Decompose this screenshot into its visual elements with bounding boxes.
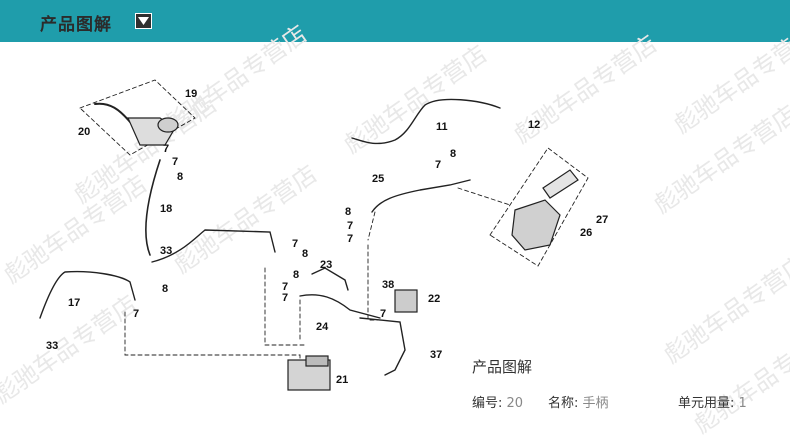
callout-label: 33: [46, 340, 58, 352]
callout-label: 7: [292, 238, 298, 250]
callout-label: 8: [345, 206, 351, 218]
callout-label: 18: [160, 203, 172, 215]
callout-label: 21: [336, 374, 348, 386]
parts-diagram: 19 20 7 7 8 18 33 17 8 7 7 8 33 23 8 7 7…: [39, 79, 608, 391]
callout-label: 25: [372, 173, 384, 185]
callout-label: 22: [428, 293, 440, 305]
unit-quantity: 单元用量: 1: [678, 392, 747, 411]
dropdown-toggle[interactable]: [135, 13, 152, 29]
callout-label: 38: [382, 279, 394, 291]
header-title: 产品图解: [40, 15, 112, 35]
callout-label: 8: [450, 148, 456, 160]
callout-label: 8: [177, 171, 183, 183]
callout-label: 7: [172, 156, 178, 168]
callout-label: 7: [282, 281, 288, 293]
callout-label: 37: [430, 349, 442, 361]
callout-label: 26: [580, 227, 592, 239]
callout-label: 17: [68, 297, 80, 309]
callout-label: 8: [302, 248, 308, 260]
part-name-label: 名称:: [548, 396, 579, 411]
callout-label: 11: [436, 121, 448, 133]
info-title: 产品图解: [472, 358, 533, 376]
callout-label: 7: [435, 159, 441, 171]
callout-label: 7: [163, 143, 169, 155]
callout-label: 7: [380, 308, 386, 320]
callout-label: 7: [133, 308, 139, 320]
callout-label: 12: [528, 119, 540, 131]
part-name-value: 手柄: [582, 396, 609, 411]
unit-quantity-value: 1: [738, 396, 747, 411]
callout-label: 33: [160, 245, 172, 257]
callout-label: 8: [293, 269, 299, 281]
callout-label: 24: [316, 321, 329, 333]
part-name: 名称: 手柄: [548, 392, 609, 411]
callout-label: 20: [78, 126, 90, 138]
part-number-value: 20: [506, 396, 524, 411]
header-bar: 产品图解: [0, 0, 790, 42]
part-number-label: 编号:: [472, 396, 503, 411]
callout-label: 7: [347, 220, 353, 232]
callout-label: 27: [596, 214, 608, 226]
callout-label: 23: [320, 259, 332, 271]
unit-quantity-label: 单元用量:: [678, 396, 735, 411]
caret-down-icon: [138, 17, 149, 25]
part-number: 编号: 20: [472, 392, 523, 411]
callout-label: 8: [162, 283, 168, 295]
callout-label: 19: [185, 88, 197, 100]
callout-label: 7: [347, 233, 353, 245]
callout-label: 7: [282, 292, 288, 304]
